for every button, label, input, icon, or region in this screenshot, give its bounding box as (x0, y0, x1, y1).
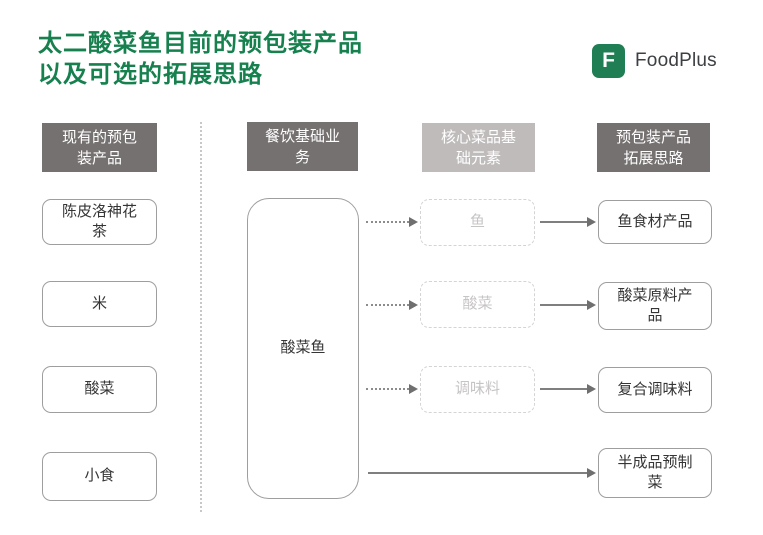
base-business-node-suancaiyu: 酸菜鱼 (247, 198, 359, 499)
arrow-line (540, 221, 587, 223)
vertical-dotted-divider (200, 122, 202, 512)
column-header-existing-products: 现有的预包 装产品 (42, 123, 157, 172)
core-element-pickles: 酸菜 (420, 281, 535, 328)
arrow-line (366, 304, 409, 306)
arrowhead-icon (587, 468, 596, 478)
arrowhead-icon (587, 384, 596, 394)
arrowhead-icon (587, 217, 596, 227)
core-element-fish: 鱼 (420, 199, 535, 246)
page-title: 太二酸菜鱼目前的预包装产品 以及可选的拓展思路 (38, 30, 363, 88)
expansion-pickle-raw-material-products: 酸菜原料产 品 (598, 282, 712, 330)
dotted-arrow-to-seasoning (366, 383, 418, 395)
arrow-line (366, 221, 409, 223)
arrow-line (540, 388, 587, 390)
foodplus-logo: F FoodPlus (592, 44, 717, 78)
existing-product-pickles: 酸菜 (42, 366, 157, 413)
column-header-core-elements: 核心菜品基 础元素 (422, 123, 535, 172)
arrowhead-icon (409, 300, 418, 310)
arrowhead-icon (409, 217, 418, 227)
existing-product-rice: 米 (42, 281, 157, 327)
dotted-arrow-to-pickles (366, 299, 418, 311)
existing-product-tea: 陈皮洛神花 茶 (42, 199, 157, 245)
arrowhead-icon (409, 384, 418, 394)
solid-arrow-pickles-to-products (540, 299, 596, 311)
arrow-line (540, 304, 587, 306)
column-header-expansion-ideas: 预包装产品 拓展思路 (597, 123, 710, 172)
arrowhead-icon (587, 300, 596, 310)
foodplus-logo-text: FoodPlus (635, 50, 717, 71)
arrow-line (368, 472, 587, 474)
solid-arrow-seasoning-to-products (540, 383, 596, 395)
core-element-seasoning: 调味料 (420, 366, 535, 413)
solid-arrow-fish-to-products (540, 216, 596, 228)
dotted-arrow-to-fish (366, 216, 418, 228)
expansion-fish-ingredient-products: 鱼食材产品 (598, 200, 712, 244)
foodplus-logo-icon: F (592, 44, 625, 78)
existing-product-snacks: 小食 (42, 452, 157, 501)
solid-arrow-suancaiyu-to-semifinished (368, 467, 596, 479)
column-header-base-business: 餐饮基础业 务 (247, 122, 358, 171)
expansion-semi-finished-dishes: 半成品预制 菜 (598, 448, 712, 498)
expansion-compound-seasoning: 复合调味料 (598, 367, 712, 413)
arrow-line (366, 388, 409, 390)
